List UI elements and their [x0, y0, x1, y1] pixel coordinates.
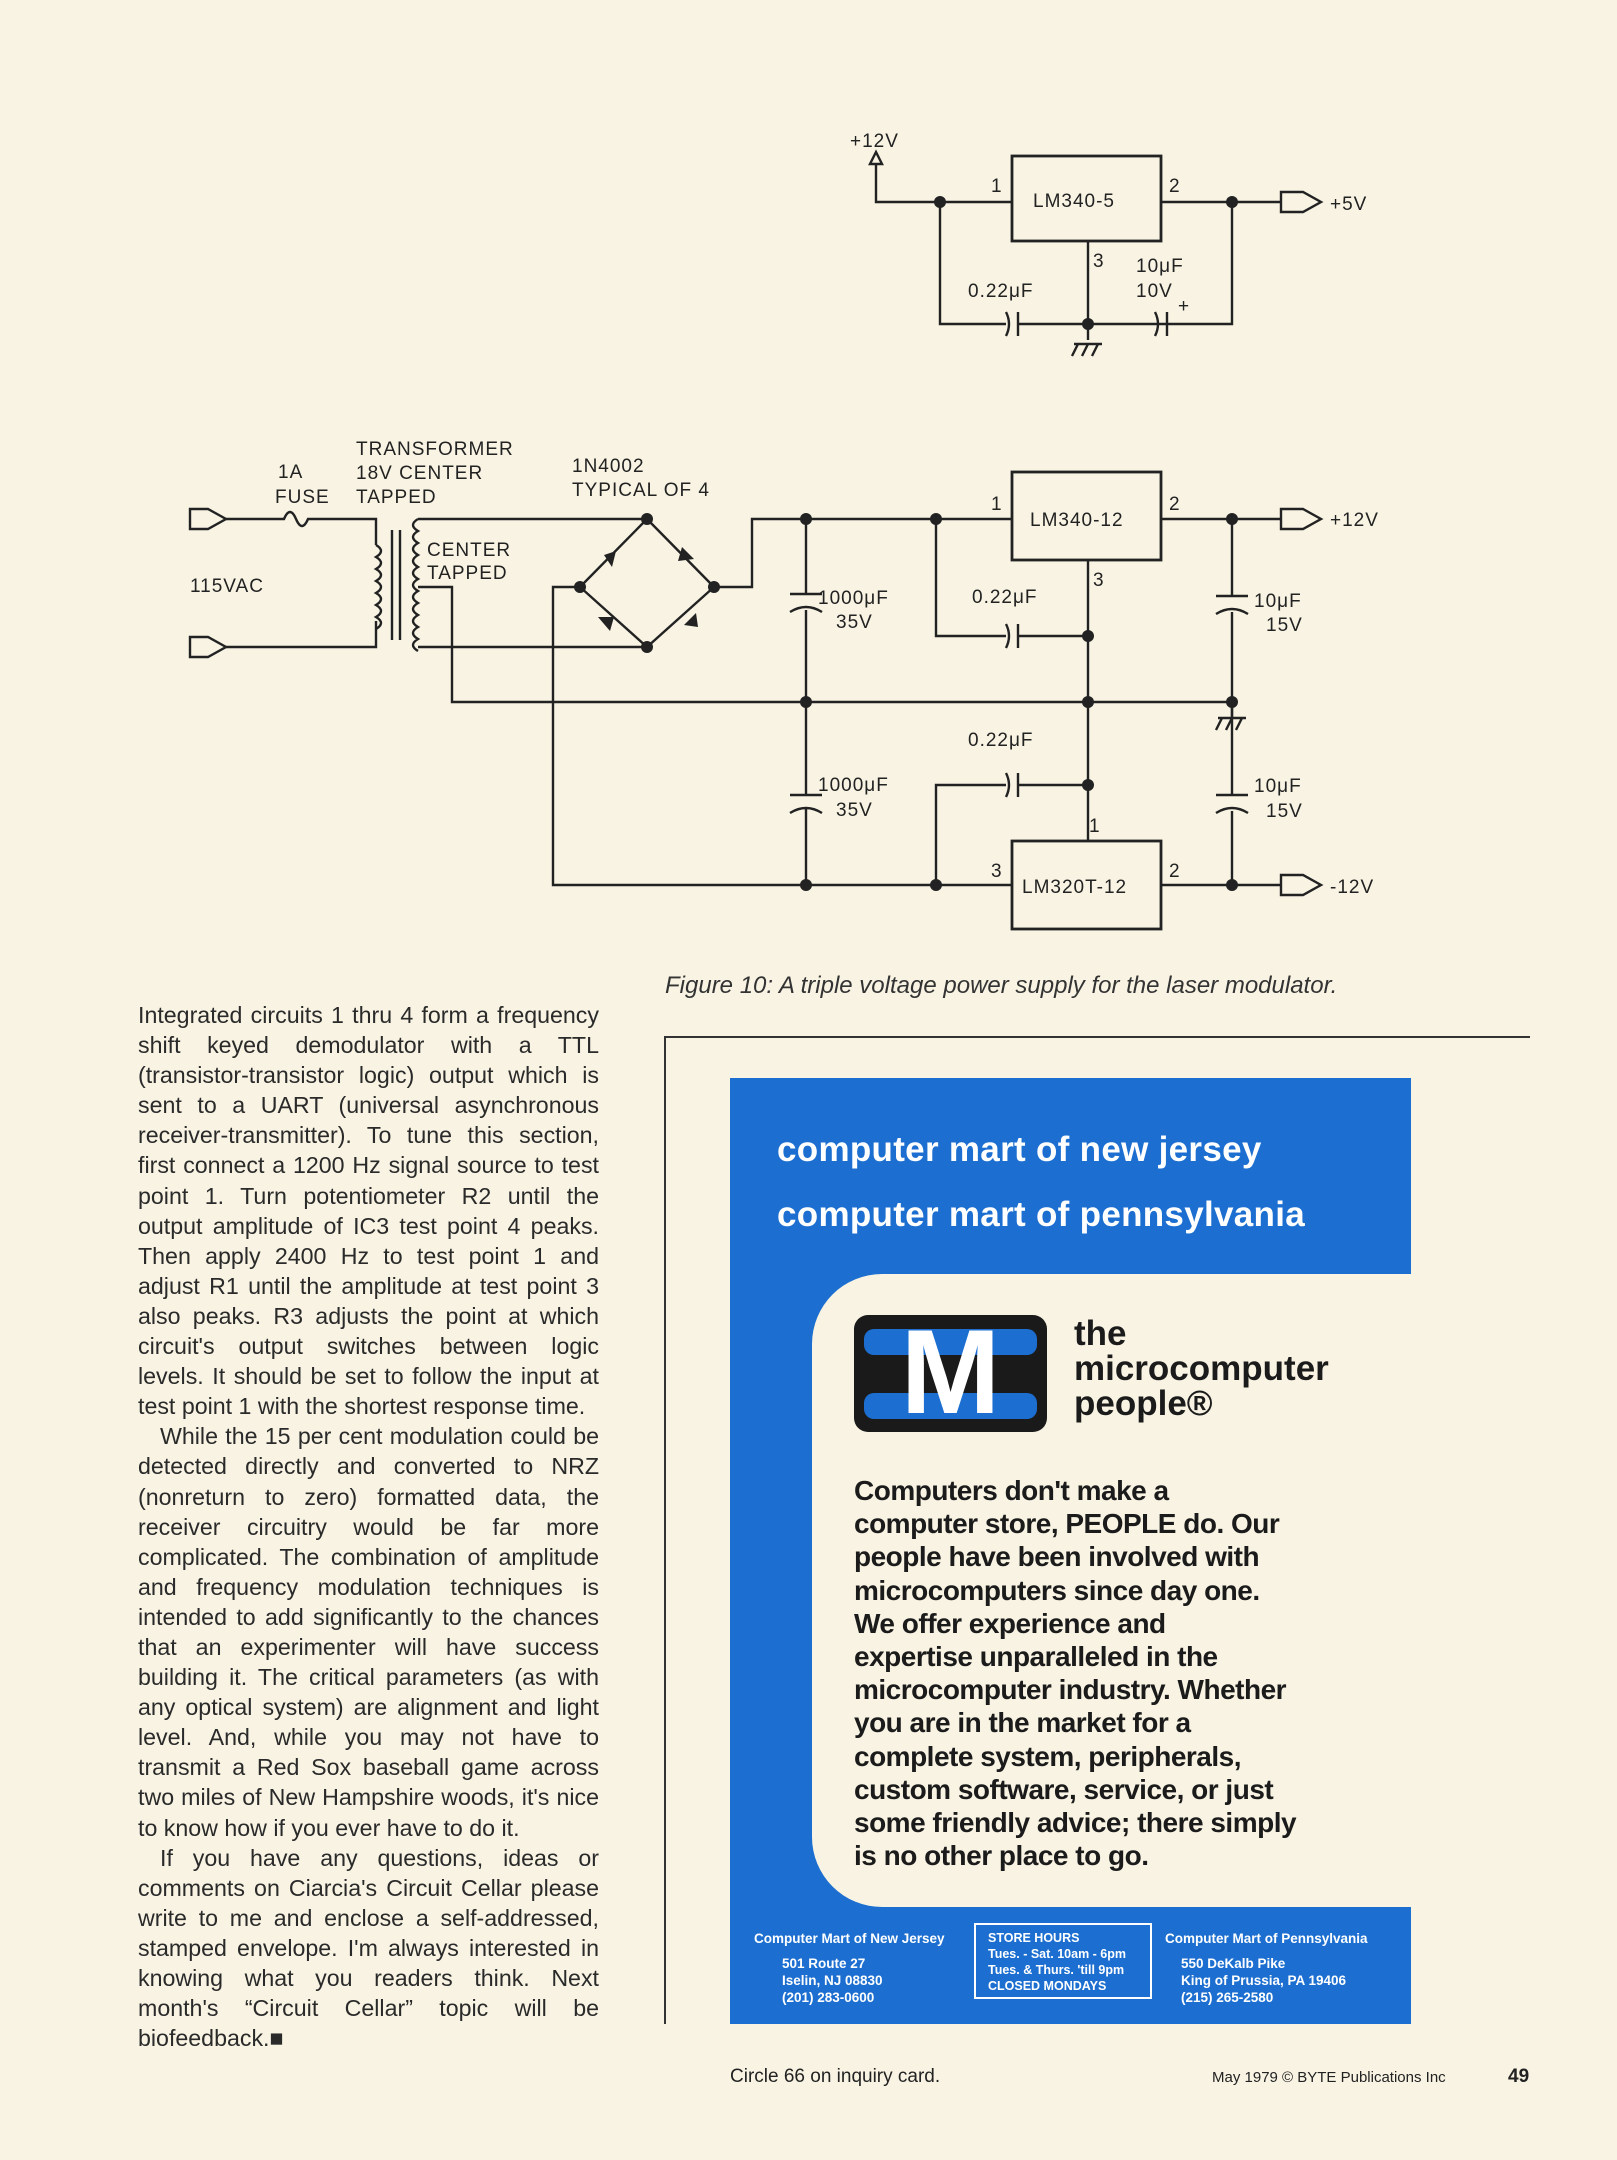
body-line: We offer experience and [854, 1607, 1166, 1639]
figure-caption: Figure 10: A triple voltage power supply… [665, 972, 1338, 999]
cap-label: 0.22μF [968, 281, 1034, 302]
center-tap-label: CENTER [427, 540, 511, 561]
store-city: Iselin, NJ 08830 [782, 1973, 883, 1988]
store-name: Computer Mart of New Jersey [754, 1931, 945, 1946]
cap-label: 0.22μF [968, 730, 1034, 751]
body-line: people have been involved with [854, 1541, 1260, 1573]
body-line: computer store, PEOPLE do. Our [854, 1508, 1280, 1540]
microcomputer-people-logo: M [854, 1315, 1047, 1432]
nj-store-address: Computer Mart of New Jersey 501 Route 27… [754, 1930, 945, 2006]
cap-voltage-label: 35V [836, 612, 873, 633]
cap-label: 1000μF [818, 775, 889, 796]
body-line: complete system, peripherals, [854, 1740, 1242, 1772]
store-street: 501 Route 27 [782, 1956, 866, 1971]
fuse-label: FUSE [275, 487, 330, 508]
pin-label: 2 [1169, 861, 1181, 882]
paragraph: Integrated circuits 1 thru 4 form a freq… [138, 1002, 599, 1420]
pin-label: 1 [1089, 816, 1101, 837]
output-minus12v-label: -12V [1330, 877, 1374, 898]
regulator-plus12v-label: LM340-12 [1030, 510, 1124, 531]
pin-label: 1 [991, 494, 1003, 515]
transformer-label: TAPPED [356, 487, 437, 508]
transformer-label: TRANSFORMER [356, 439, 514, 460]
pin-label: 2 [1169, 176, 1181, 197]
tagline-line: microcomputer [1074, 1349, 1329, 1388]
tagline: the microcomputer people® [1074, 1316, 1329, 1421]
output-5v-label: +5V [1330, 194, 1367, 215]
body-line: is no other place to go. [854, 1840, 1149, 1872]
pin-label: 3 [1093, 570, 1105, 591]
pin-label: 3 [1093, 251, 1105, 272]
fuse-label: 1A [278, 462, 303, 483]
cap-voltage-label: 15V [1266, 801, 1303, 822]
body-line: you are in the market for a [854, 1707, 1191, 1739]
store-phone: (201) 283-0600 [782, 1990, 875, 2005]
body-line: expertise unparalleled in the [854, 1641, 1218, 1673]
body-line: Computers don't make a [854, 1475, 1169, 1506]
ad-border-top [665, 1036, 1530, 1038]
input-section: 115VAC 1A FUSE TRANSFORMER 18V CENTER TA… [188, 439, 1232, 887]
store-phone: (215) 265-2580 [1181, 1990, 1274, 2005]
ad-body-text: Computers don't make a computer store, P… [854, 1474, 1297, 1872]
five-volt-section: +12V LM340-5 1 2 3 0.22μF 10μF 10V + +5V [850, 131, 1367, 357]
tagline-line: the [1074, 1314, 1127, 1353]
power-supply-schematic: +12V LM340-5 1 2 3 0.22μF 10μF 10V + +5V… [188, 131, 1379, 931]
transformer-label: 18V CENTER [356, 463, 483, 484]
page-number: 49 [1508, 2066, 1530, 2087]
hours-line: CLOSED MONDAYS [988, 1979, 1107, 1993]
minus-12v-section: LM320T-12 3 1 2 1000μF 35V 0.22μF 10μF 1… [800, 730, 1374, 931]
input-voltage-label: 115VAC [190, 576, 264, 597]
headline-pa: computer mart of pennsylvania [777, 1195, 1305, 1234]
pin-label: 3 [991, 861, 1003, 882]
cap-label: 10μF [1254, 776, 1302, 797]
body-line: microcomputers since day one. [854, 1574, 1260, 1606]
cap-voltage-label: 35V [836, 800, 873, 821]
hours-line: Tues. - Sat. 10am - 6pm [988, 1947, 1127, 1961]
cap-label: 1000μF [818, 588, 889, 609]
output-plus12v-label: +12V [1330, 510, 1379, 531]
supply-label: +12V [850, 131, 899, 152]
hours-title: STORE HOURS [988, 1931, 1080, 1945]
cap-label: 10μF [1136, 256, 1184, 277]
paragraph: If you have any questions, ideas or comm… [138, 1844, 599, 2052]
cap-label: 10μF [1254, 591, 1302, 612]
body-line: custom software, service, or just [854, 1773, 1274, 1805]
pin-label: 1 [991, 176, 1003, 197]
regulator-minus12v-label: LM320T-12 [1022, 877, 1127, 898]
publication-credit: May 1979 © BYTE Publications Inc [1212, 2069, 1446, 2086]
center-tap-label: TAPPED [427, 563, 508, 584]
store-hours: STORE HOURS Tues. - Sat. 10am - 6pm Tues… [974, 1923, 1152, 1999]
body-line: some friendly advice; there simply [854, 1807, 1297, 1839]
headline-nj: computer mart of new jersey [777, 1130, 1262, 1169]
regulator-5v-label: LM340-5 [1033, 191, 1115, 212]
cap-voltage-label: 15V [1266, 615, 1303, 636]
cap-label: 0.22μF [972, 587, 1038, 608]
pin-label: 2 [1169, 494, 1181, 515]
pa-store-address: Computer Mart of Pennsylvania 550 DeKalb… [1165, 1930, 1368, 2006]
inquiry-note: Circle 66 on inquiry card. [730, 2066, 941, 2087]
cap-voltage-label: 10V [1136, 281, 1173, 302]
logo-letter: M [900, 1315, 1001, 1432]
paragraph: While the 15 per cent modulation could b… [138, 1423, 599, 1841]
store-name: Computer Mart of Pennsylvania [1165, 1931, 1368, 1946]
article-column: Integrated circuits 1 thru 4 form a freq… [138, 1000, 599, 2053]
store-city: King of Prussia, PA 19406 [1181, 1973, 1347, 1988]
plus-12v-section: LM340-12 1 2 3 1000μF 35V 0.22μF 10μF 15… [789, 470, 1379, 885]
diode-label: TYPICAL OF 4 [572, 480, 710, 501]
tagline-line: people® [1074, 1384, 1213, 1423]
diode-label: 1N4002 [572, 456, 645, 477]
computer-mart-ad: computer mart of new jersey computer mar… [730, 1078, 1411, 2024]
ad-border-left [664, 1036, 666, 2024]
polarity-label: + [1178, 296, 1190, 317]
body-line: microcomputer industry. Whether [854, 1674, 1287, 1706]
hours-line: Tues. & Thurs. 'till 9pm [988, 1963, 1125, 1977]
ad-panel: M the microcomputer people® Computers do… [812, 1274, 1411, 1907]
store-street: 550 DeKalb Pike [1181, 1956, 1286, 1971]
